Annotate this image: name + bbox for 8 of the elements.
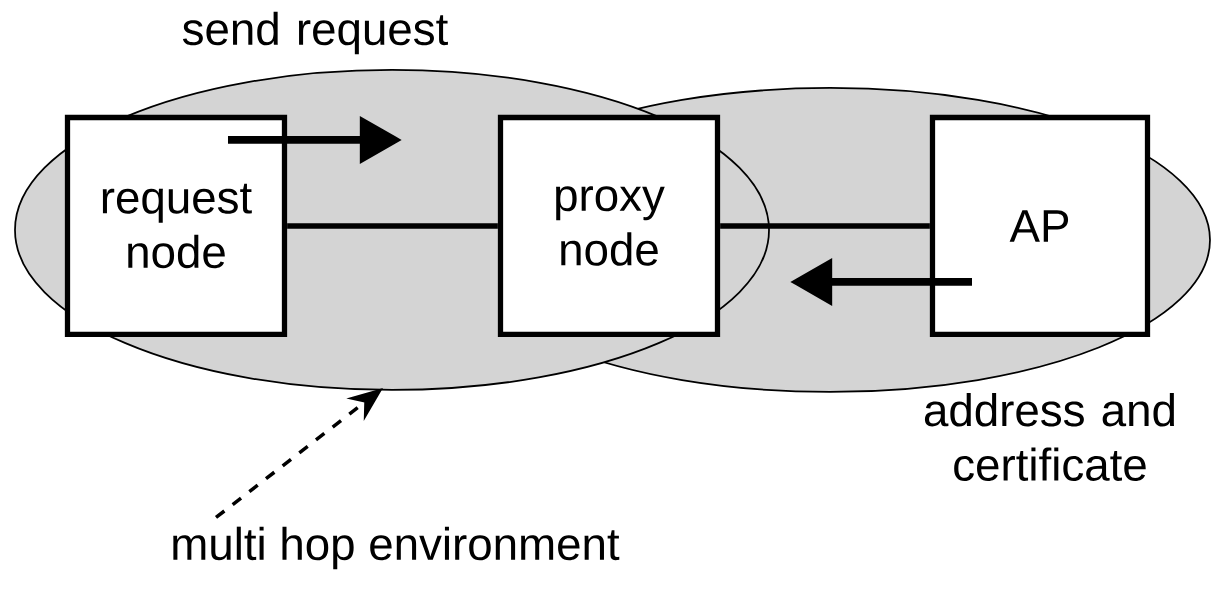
connector-line [720, 223, 930, 229]
connector-line [287, 223, 498, 229]
caption-text: multi hop environment [173, 526, 620, 570]
arrow-label: send request [182, 11, 448, 55]
node-box: proxy node [497, 114, 721, 338]
arrow-label: address and certificate [924, 392, 1174, 481]
node-box: request node [64, 114, 288, 338]
node-box: AP [929, 114, 1151, 338]
